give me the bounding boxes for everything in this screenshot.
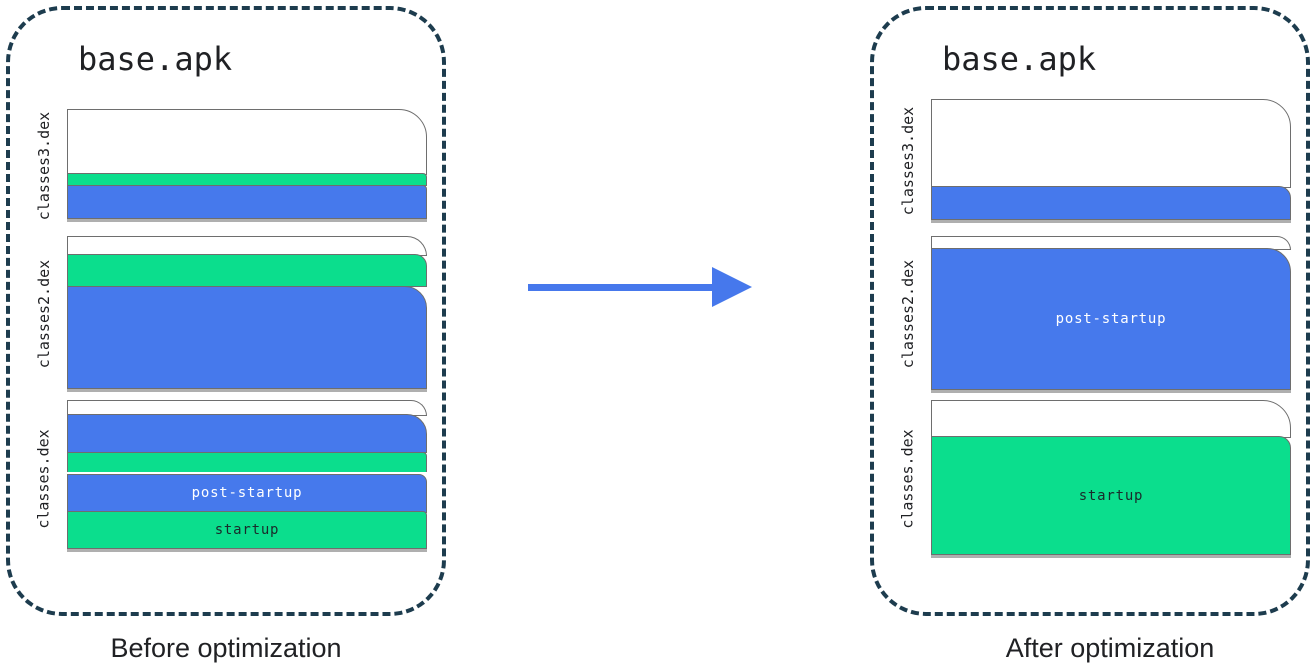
dex-file-name: classes2.dex — [35, 259, 53, 369]
dex-file: startup — [931, 400, 1291, 556]
dex-file — [67, 236, 427, 389]
dex-file — [67, 109, 427, 219]
band-white — [931, 99, 1291, 188]
band-white — [67, 236, 427, 256]
dex-file-name: classes3.dex — [899, 106, 917, 215]
arrow-shaft — [528, 284, 714, 291]
dex-file-name: classes3.dex — [35, 111, 53, 220]
dex-file: post-startup — [931, 236, 1291, 391]
band-blue — [67, 184, 427, 219]
band-label: startup — [214, 522, 280, 539]
band-blue — [931, 186, 1291, 221]
band-white — [931, 400, 1291, 438]
dex-file — [931, 99, 1291, 221]
band-blue — [67, 285, 427, 389]
apk-title: base.apk — [78, 40, 233, 78]
band-label: startup — [1078, 487, 1144, 504]
apk-container-after: base.apk classes3.dex classes2.dex post-st… — [870, 6, 1310, 616]
band-startup: startup — [931, 436, 1291, 556]
band-green — [67, 451, 427, 474]
caption-before: Before optimization — [110, 633, 342, 663]
band-startup: startup — [67, 511, 427, 550]
dex-file-label: classes.dex — [891, 400, 925, 557]
dex-file-label: classes3.dex — [891, 99, 925, 222]
dex-file-label: classes2.dex — [891, 236, 925, 392]
caption-after: After optimization — [1005, 633, 1215, 663]
dex-file: post-startup startup — [67, 400, 427, 550]
right-arrow-icon — [528, 267, 752, 307]
band-green — [67, 254, 427, 288]
band-label: post-startup — [1055, 311, 1167, 328]
dex-file-name: classes2.dex — [899, 259, 917, 369]
dex-file-name: classes.dex — [35, 428, 53, 529]
band-blue — [67, 414, 427, 454]
band-post-startup: post-startup — [931, 248, 1291, 391]
dex-file-label: classes2.dex — [27, 236, 61, 392]
apk-container-before: base.apk classes3.dex classes2.dex classes… — [6, 6, 446, 616]
band-white — [67, 109, 427, 175]
arrow-head — [712, 267, 752, 307]
apk-title: base.apk — [942, 40, 1097, 78]
band-post-startup: post-startup — [67, 473, 427, 513]
dex-file-name: classes.dex — [899, 428, 917, 529]
dex-file-label: classes3.dex — [27, 109, 61, 222]
band-label: post-startup — [191, 485, 303, 502]
dex-file-label: classes.dex — [27, 400, 61, 557]
